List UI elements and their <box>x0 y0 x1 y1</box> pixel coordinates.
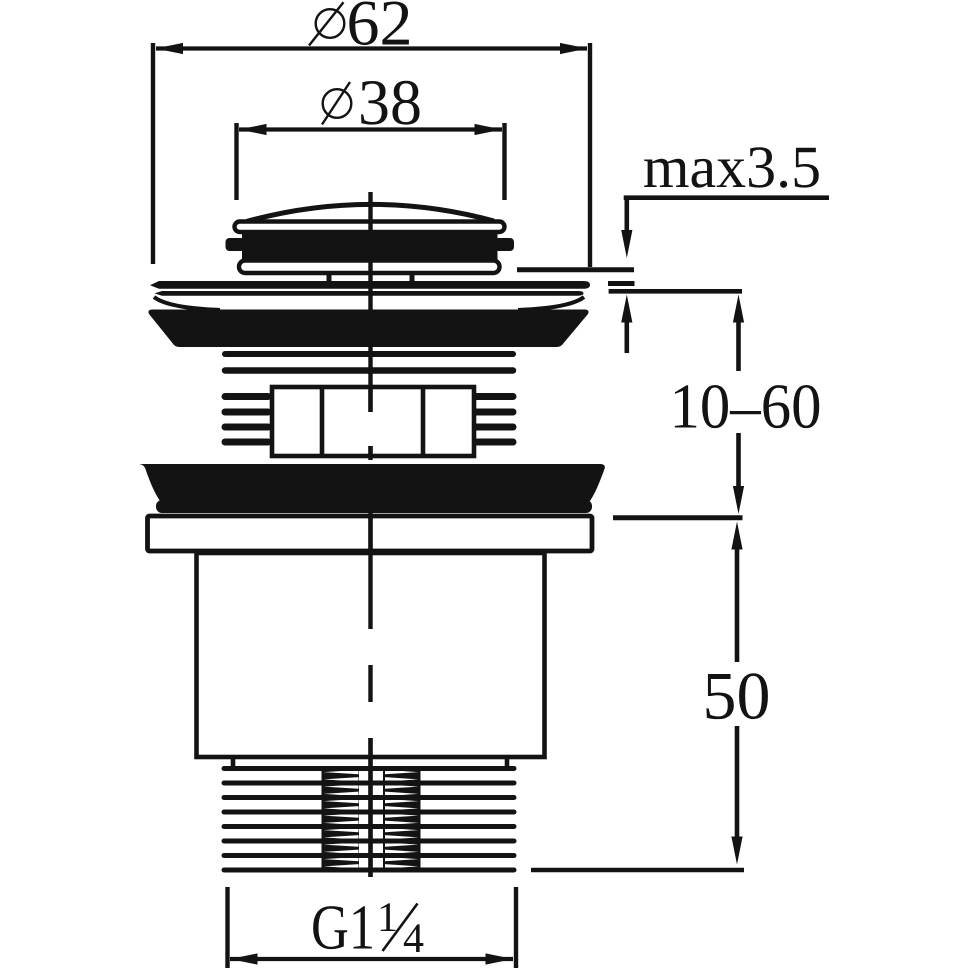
svg-text:4: 4 <box>403 916 424 962</box>
svg-text:1: 1 <box>377 895 398 941</box>
svg-text:max3.5: max3.5 <box>643 134 821 200</box>
svg-text:50: 50 <box>703 658 771 734</box>
svg-text:G1: G1 <box>311 892 375 963</box>
svg-text:10–60: 10–60 <box>670 371 822 442</box>
svg-text:38: 38 <box>358 67 422 139</box>
svg-text:62: 62 <box>347 0 413 60</box>
